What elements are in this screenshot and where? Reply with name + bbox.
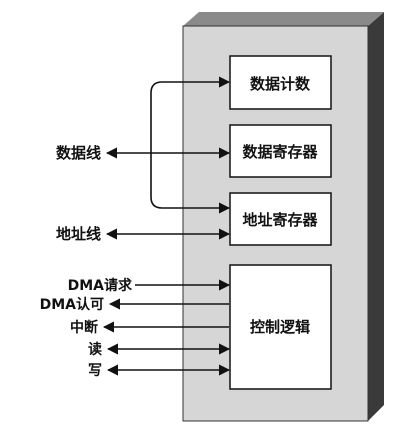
data-bus-routing	[150, 76, 231, 214]
dma-request-label: DMA请求	[68, 277, 133, 294]
data-bus-trunk	[150, 76, 231, 214]
interrupt-label: 中断	[70, 319, 98, 336]
read-label: 读	[88, 341, 102, 358]
register-address-register: 地址寄存器	[229, 192, 332, 246]
register-data-register: 数据寄存器	[229, 124, 332, 178]
data-line-label: 数据线	[56, 144, 101, 162]
address-line-label: 地址线	[56, 225, 101, 243]
register-box	[229, 192, 332, 246]
dma-ack-label: DMA认可	[40, 296, 104, 313]
signal-lines	[102, 147, 231, 376]
register-label-data-count: 数据计数	[250, 75, 311, 93]
register-box	[229, 124, 332, 178]
register-box	[229, 55, 332, 110]
signal-labels: 数据线 地址线 DMA请求 DMA认可 中断 读 写	[40, 144, 133, 379]
control-logic-label: 控制逻辑	[250, 318, 310, 336]
write-label: 写	[88, 363, 102, 379]
panel-side	[368, 12, 384, 421]
register-label-address-register: 地址寄存器	[242, 211, 318, 229]
control-logic-box	[229, 264, 332, 390]
register-data-count: 数据计数	[229, 55, 332, 110]
control-logic-block: 控制逻辑	[229, 264, 332, 390]
panel-top	[183, 12, 384, 26]
register-label-data-register: 数据寄存器	[242, 143, 318, 161]
